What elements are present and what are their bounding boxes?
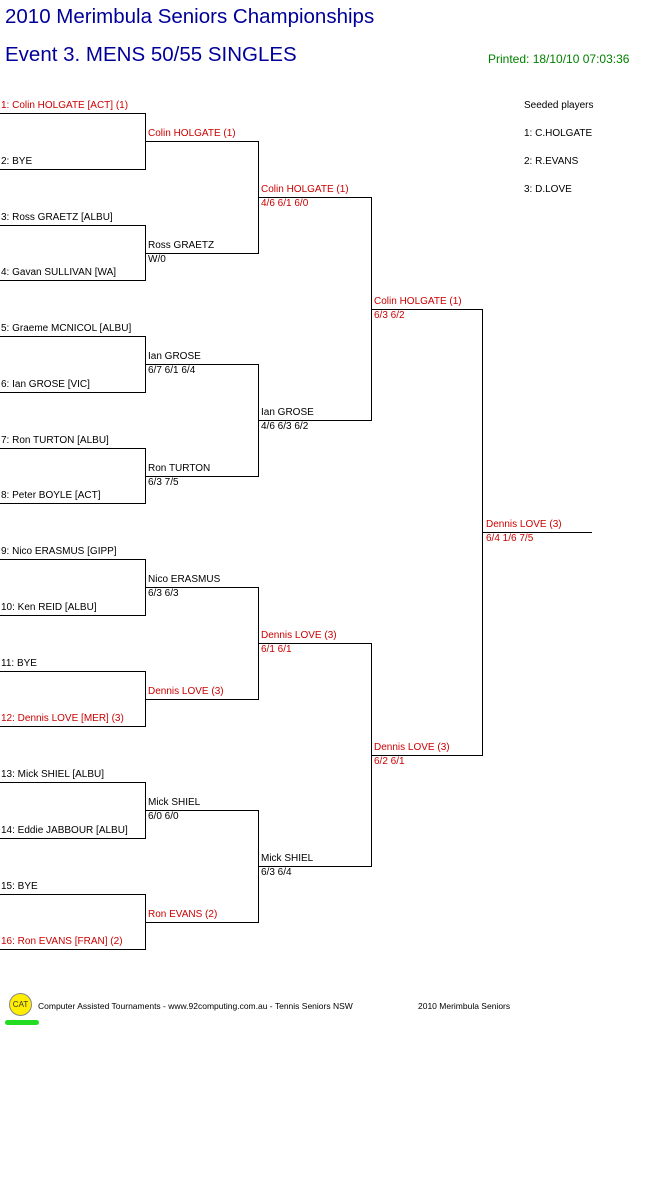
draw-entry: 16: Ron EVANS [FRAN] (2): [1, 936, 123, 947]
match-score: 6/2 6/1: [374, 756, 405, 767]
bracket-line: [258, 643, 372, 644]
bracket-line: [145, 810, 259, 811]
bracket-line: [0, 949, 146, 950]
bracket-line: [145, 587, 259, 588]
cat-logo-underline: [5, 1020, 39, 1025]
bracket-line: [0, 169, 146, 170]
event-title: Event 3. MENS 50/55 SINGLES: [5, 43, 297, 66]
seed-item: 1: C.HOLGATE: [524, 128, 593, 139]
match-score: 6/1 6/1: [261, 644, 292, 655]
match-winner: Dennis LOVE (3): [261, 630, 337, 641]
bracket-line: [145, 699, 259, 700]
seed-item: 3: D.LOVE: [524, 184, 572, 195]
match-winner: Ian GROSE: [261, 407, 314, 418]
match-winner: Ross GRAETZ: [148, 240, 215, 251]
bracket-line: [371, 755, 483, 756]
bracket-line: [0, 503, 146, 504]
match-winner: Dennis LOVE (3): [374, 742, 450, 753]
draw-entry: 2: BYE: [1, 156, 33, 167]
draw-entry: 12: Dennis LOVE [MER] (3): [1, 713, 124, 724]
match-score: 6/4 1/6 7/5: [486, 533, 534, 544]
draw-entry: 6: Ian GROSE [VIC]: [1, 379, 90, 390]
match-score: 6/3 6/2: [374, 310, 405, 321]
match-score: 6/3 7/5: [148, 477, 179, 488]
bracket-line: [0, 838, 146, 839]
match-score: 6/3 6/3: [148, 588, 179, 599]
bracket-line: [0, 280, 146, 281]
match-winner: Colin HOLGATE (1): [374, 296, 462, 307]
draw-entry: 10: Ken REID [ALBU]: [1, 602, 97, 613]
match-score: 6/0 6/0: [148, 811, 179, 822]
draw-entry: 1: Colin HOLGATE [ACT] (1): [1, 100, 129, 111]
draw-entry: 14: Eddie JABBOUR [ALBU]: [1, 825, 128, 836]
bracket-line: [0, 615, 146, 616]
bracket-line: [145, 364, 259, 365]
cat-logo-icon: CAT: [9, 993, 32, 1016]
printed-timestamp: Printed: 18/10/10 07:03:36: [488, 52, 630, 66]
seeded-heading: Seeded players: [524, 100, 594, 111]
match-score: 4/6 6/3 6/2: [261, 421, 309, 432]
footer-event: 2010 Merimbula Seniors: [418, 1001, 511, 1011]
match-winner: Colin HOLGATE (1): [261, 184, 349, 195]
match-score: W/0: [148, 254, 166, 265]
bracket-line: [482, 532, 592, 533]
bracket-line: [0, 894, 146, 895]
match-winner: Nico ERASMUS: [148, 574, 221, 585]
bracket-line: [145, 253, 259, 254]
bracket-line: [0, 113, 146, 114]
match-winner: Ian GROSE: [148, 351, 201, 362]
match-winner: Ron EVANS (2): [148, 909, 218, 920]
match-winner: Mick SHIEL: [261, 853, 314, 864]
bracket-line: [371, 309, 483, 310]
draw-entry: 3: Ross GRAETZ [ALBU]: [1, 212, 113, 223]
footer-credit: Computer Assisted Tournaments - www.92co…: [38, 1001, 353, 1011]
bracket-line: [258, 866, 372, 867]
bracket-line: [258, 197, 372, 198]
match-score: 6/7 6/1 6/4: [148, 365, 196, 376]
bracket-line: [145, 476, 259, 477]
bracket-line: [0, 336, 146, 337]
draw-entry: 4: Gavan SULLIVAN [WA]: [1, 267, 117, 278]
bracket-line: [0, 392, 146, 393]
page-title: 2010 Merimbula Seniors Championships: [5, 5, 375, 28]
seed-item: 2: R.EVANS: [524, 156, 579, 167]
draw-entry: 8: Peter BOYLE [ACT]: [1, 490, 101, 501]
match-winner: Mick SHIEL: [148, 797, 201, 808]
match-score: 4/6 6/1 6/0: [261, 198, 309, 209]
match-winner: Dennis LOVE (3): [486, 519, 562, 530]
match-winner: Ron TURTON: [148, 463, 211, 474]
draw-entry: 9: Nico ERASMUS [GIPP]: [1, 546, 117, 557]
draw-entry: 11: BYE: [1, 658, 37, 669]
draw-entry: 13: Mick SHIEL [ALBU]: [1, 769, 104, 780]
match-winner: Colin HOLGATE (1): [148, 128, 236, 139]
bracket-line: [0, 225, 146, 226]
match-winner: Dennis LOVE (3): [148, 686, 224, 697]
bracket-line: [0, 726, 146, 727]
bracket-line: [258, 420, 372, 421]
bracket-line: [0, 448, 146, 449]
bracket-line: [0, 782, 146, 783]
bracket-line: [145, 141, 259, 142]
bracket-line: [145, 922, 259, 923]
bracket-line: [0, 559, 146, 560]
match-score: 6/3 6/4: [261, 867, 292, 878]
bracket-line: [0, 671, 146, 672]
draw-entry: 7: Ron TURTON [ALBU]: [1, 435, 109, 446]
draw-entry: 5: Graeme MCNICOL [ALBU]: [1, 323, 132, 334]
draw-entry: 15: BYE: [1, 881, 38, 892]
